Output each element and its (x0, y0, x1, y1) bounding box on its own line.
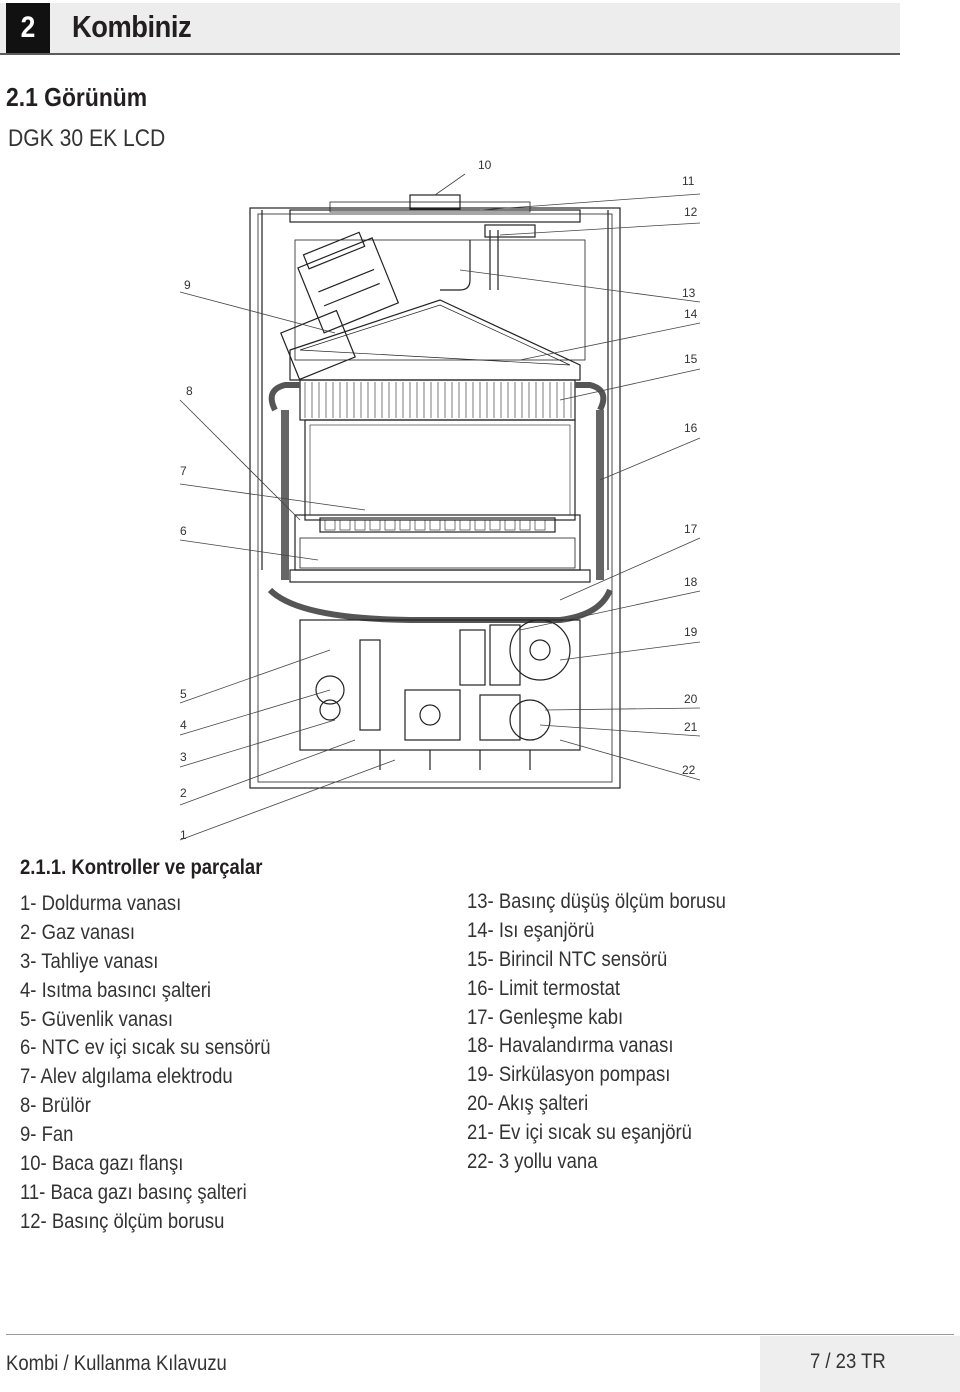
list-item: 12- Basınç ölçüm borusu (20, 1209, 225, 1233)
list-item: 10- Baca gazı flanşı (20, 1152, 184, 1176)
callout-4: 4 (180, 718, 187, 732)
list-item: 19- Sirkülasyon pompası (467, 1063, 671, 1087)
list-item: 22- 3 yollu vana (467, 1150, 598, 1174)
list-item: 18- Havalandırma vanası (467, 1034, 674, 1058)
boiler-diagram: 1 2 3 4 5 6 7 8 9 10 11 12 13 14 15 16 1… (0, 150, 720, 850)
callout-21: 21 (684, 720, 698, 734)
chapter-title: Kombiniz (72, 9, 192, 44)
list-item: 17- Genleşme kabı (467, 1005, 624, 1029)
parts-title: 2.1.1. Kontroller ve parçalar (20, 856, 263, 879)
list-item: 8- Brülör (20, 1094, 91, 1118)
callout-12: 12 (684, 205, 698, 219)
list-item: 21- Ev içi sıcak su eşanjörü (467, 1121, 692, 1145)
boiler-drawing (179, 173, 701, 841)
callout-17: 17 (684, 522, 698, 536)
callout-8: 8 (186, 384, 193, 398)
list-item: 5- Güvenlik vanası (20, 1007, 174, 1031)
footer-page-number: 7 / 23 TR (810, 1350, 886, 1373)
list-item: 11- Baca gazı basınç şalteri (20, 1180, 247, 1204)
parts-list-right: 13- Basınç düşüş ölçüm borusu 14- Isı eş… (467, 888, 761, 1177)
list-item: 16- Limit termostat (467, 976, 621, 1000)
callout-11: 11 (682, 174, 695, 188)
parts-list-left: 1- Doldurma vanası 2- Gaz vanası 3- Tahl… (20, 890, 305, 1237)
callout-7: 7 (180, 464, 187, 478)
model-name: DGK 30 EK LCD (8, 125, 166, 152)
callout-16: 16 (684, 421, 698, 435)
callout-9: 9 (184, 278, 191, 292)
callout-13: 13 (682, 286, 696, 300)
footer-manual-title: Kombi / Kullanma Kılavuzu (6, 1352, 227, 1375)
callout-18: 18 (684, 575, 698, 589)
section-title: 2.1 Görünüm (6, 82, 148, 112)
footer-page-box (760, 1336, 960, 1392)
callout-22: 22 (682, 763, 696, 777)
callout-19: 19 (684, 625, 698, 639)
callout-5: 5 (180, 687, 187, 701)
footer-divider (6, 1334, 954, 1335)
chapter-header: 2 Kombiniz (0, 3, 900, 55)
list-item: 13- Basınç düşüş ölçüm borusu (467, 890, 726, 913)
callout-1: 1 (180, 828, 187, 842)
callout-2: 2 (180, 786, 187, 800)
callout-3: 3 (180, 750, 187, 764)
callout-14: 14 (684, 307, 698, 321)
list-item: 20- Akış şalteri (467, 1092, 589, 1116)
list-item: 6- NTC ev içi sıcak su sensörü (20, 1036, 271, 1060)
callout-15: 15 (684, 352, 698, 366)
callout-6: 6 (180, 524, 187, 538)
list-item: 3- Tahliye vanası (20, 949, 159, 973)
list-item: 14- Isı eşanjörü (467, 918, 595, 942)
chapter-number: 2 (6, 3, 50, 53)
list-item: 1- Doldurma vanası (20, 892, 182, 915)
list-item: 2- Gaz vanası (20, 920, 136, 944)
callout-10: 10 (478, 158, 492, 172)
list-item: 9- Fan (20, 1123, 74, 1147)
callout-20: 20 (684, 692, 698, 706)
list-item: 7- Alev algılama elektrodu (20, 1065, 233, 1089)
list-item: 15- Birincil NTC sensörü (467, 947, 668, 971)
list-item: 4- Isıtma basıncı şalteri (20, 978, 212, 1002)
